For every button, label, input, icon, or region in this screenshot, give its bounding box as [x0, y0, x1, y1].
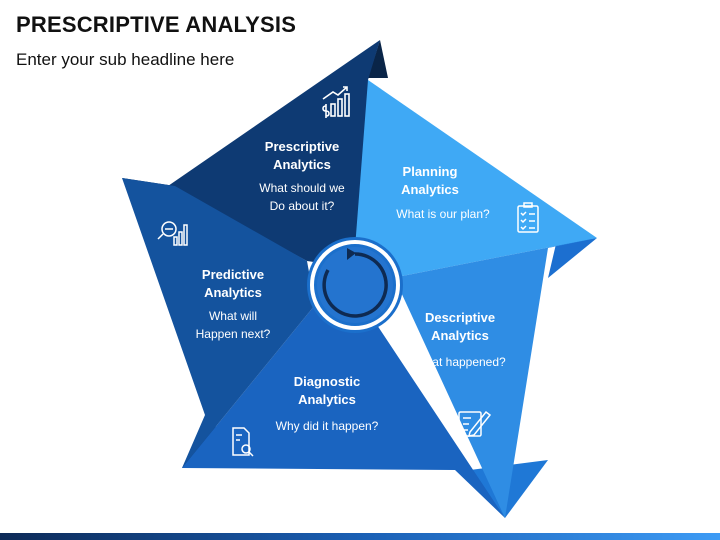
prescriptive-title-line2: Analytics	[273, 157, 331, 172]
segment-predictive[interactable]	[122, 178, 315, 468]
diagnostic-title-line1: Diagnostic	[294, 374, 360, 389]
footer-accent-bar	[0, 533, 720, 540]
page-subtitle: Enter your sub headline here	[16, 50, 235, 69]
pencil-note-icon	[458, 410, 492, 437]
predictive-desc-line1: What will	[209, 309, 257, 323]
page-title: PRESCRIPTIVE ANALYSIS	[16, 12, 297, 37]
fold-shadow-top	[368, 40, 388, 78]
document-search-icon	[232, 427, 254, 457]
segment-diagnostic[interactable]	[182, 305, 505, 518]
prescriptive-desc-line2: Do about it?	[270, 199, 335, 213]
descriptive-title-line1: Descriptive	[425, 310, 495, 325]
diagnostic-desc-line1: Why did it happen?	[276, 419, 379, 433]
segment-planning[interactable]	[355, 80, 597, 278]
predictive-desc-line2: Happen next?	[196, 327, 271, 341]
planning-title-line2: Analytics	[401, 182, 459, 197]
cycle-icon	[307, 237, 403, 333]
dollar-growth-chart-icon	[322, 86, 350, 118]
segment-prescriptive[interactable]	[168, 40, 398, 268]
predictive-title-line2: Analytics	[204, 285, 262, 300]
diagnostic-title-line2: Analytics	[298, 392, 356, 407]
prescriptive-desc-line1: What should we	[259, 181, 345, 195]
segment-descriptive[interactable]	[392, 238, 597, 518]
magnifier-chart-icon	[157, 221, 188, 246]
checklist-icon	[517, 202, 539, 233]
fold-shadow-right	[548, 238, 597, 278]
planning-title-line1: Planning	[403, 164, 458, 179]
predictive-title-line1: Predictive	[202, 267, 264, 282]
descriptive-desc-line1: What happened?	[414, 355, 506, 369]
prescriptive-title-line1: Prescriptive	[265, 139, 339, 154]
planning-desc-line1: What is our plan?	[396, 207, 490, 221]
descriptive-title-line2: Analytics	[431, 328, 489, 343]
